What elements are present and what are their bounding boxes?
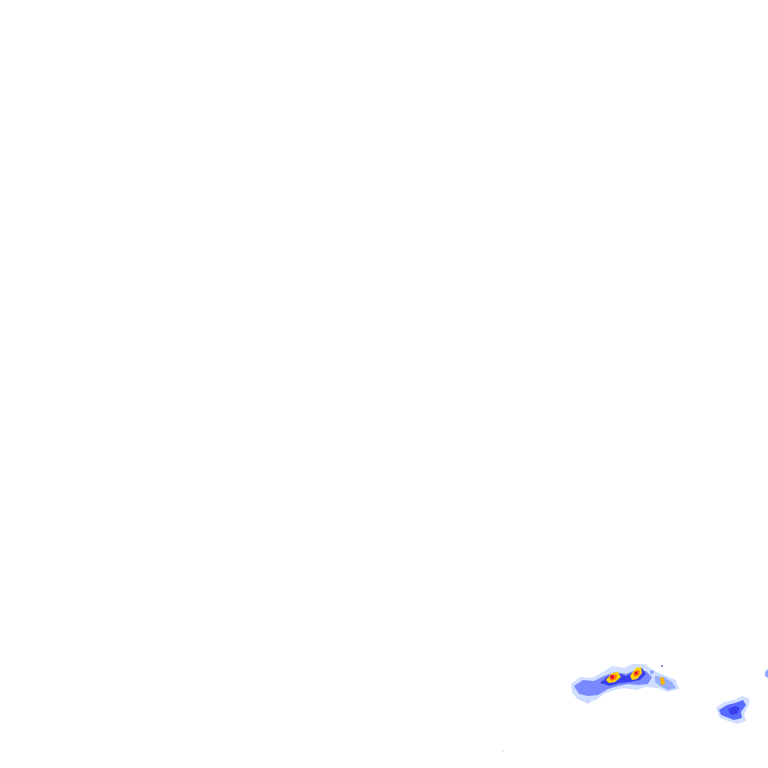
precip-heavy-area <box>728 706 740 715</box>
precip-speck <box>661 665 663 667</box>
precip-moderate-area <box>655 676 676 690</box>
precip-moderate-area <box>765 669 768 678</box>
precip-speck <box>650 670 654 674</box>
precipitation-cluster-east <box>716 696 750 724</box>
precip-extreme-cell <box>634 671 638 675</box>
precip-speck <box>502 750 504 752</box>
precip-very-heavy-cell <box>660 677 665 685</box>
precipitation-cluster-edge <box>765 669 768 678</box>
precip-speck <box>585 698 591 704</box>
precipitation-cluster-main <box>571 664 679 704</box>
precip-extreme-cell <box>610 675 614 679</box>
